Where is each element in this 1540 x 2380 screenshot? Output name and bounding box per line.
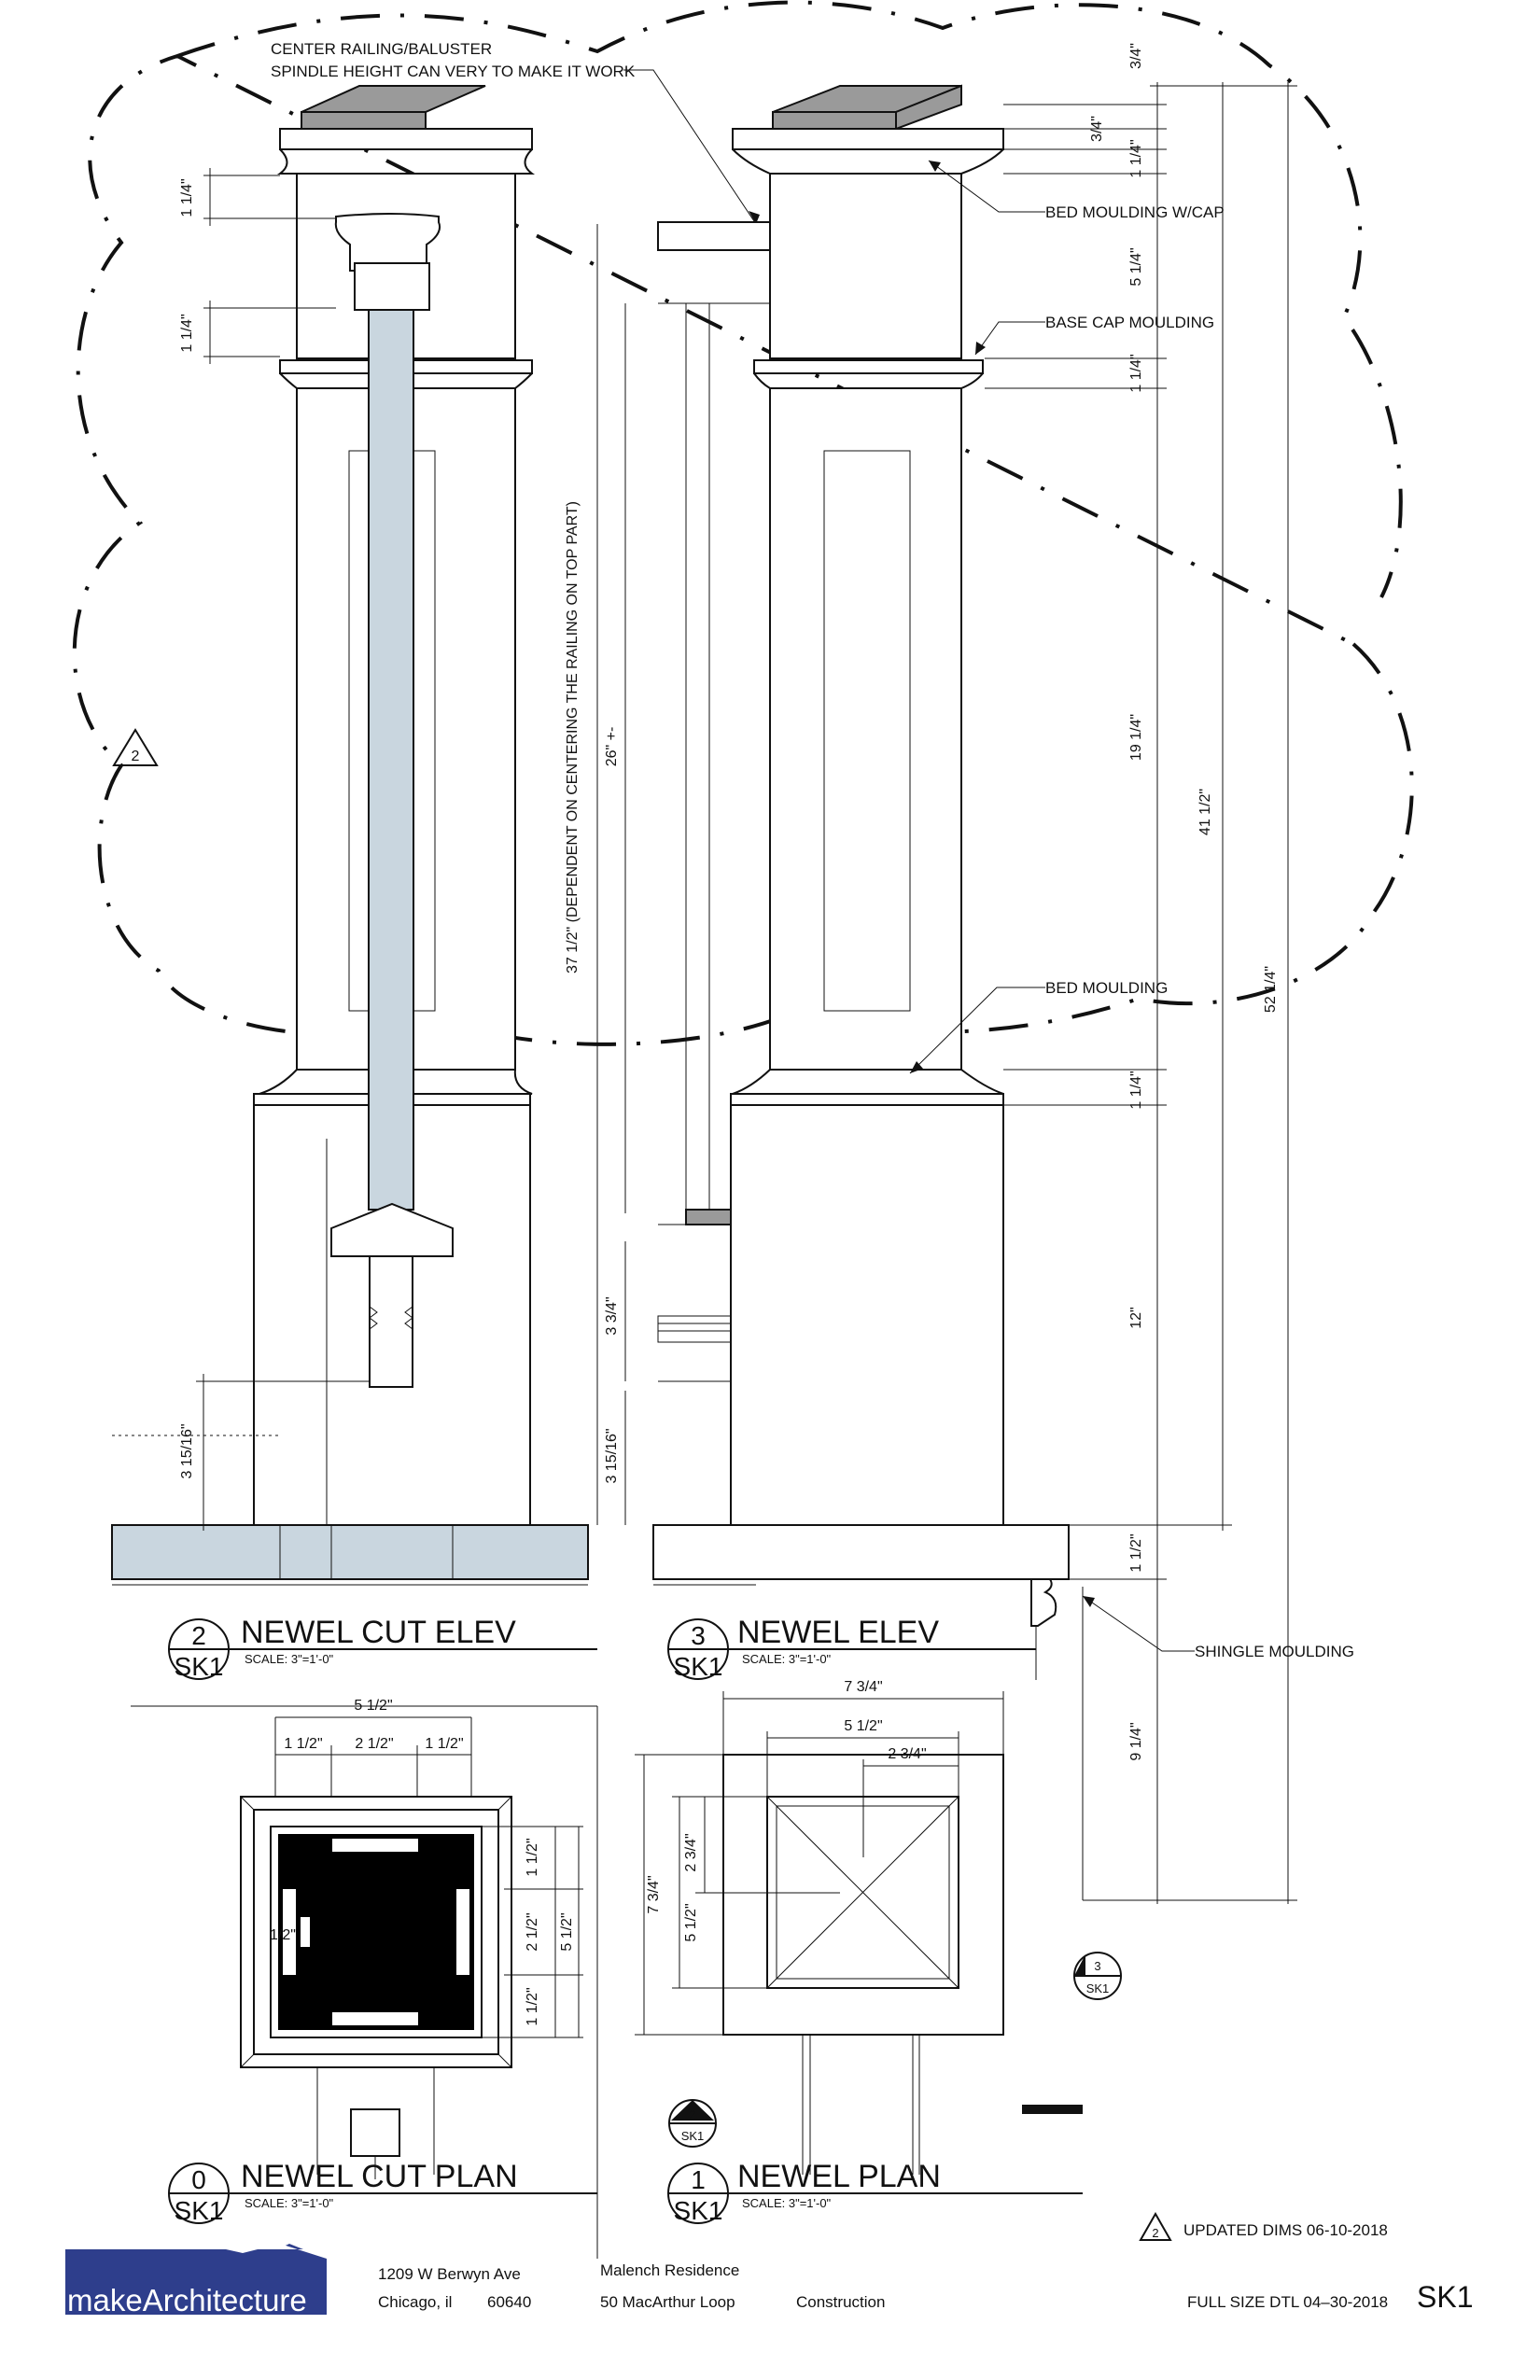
svg-text:SK1: SK1 [674, 1652, 723, 1681]
project-phase: Construction [796, 2293, 885, 2311]
elev-tread [652, 1524, 1070, 1580]
dim-37-1-2: 37 1/2" (DEPENDENT ON CENTERING THE RAIL… [565, 501, 581, 973]
detail-title-0: 0 SK1 NEWEL CUT PLAN SCALE: 3"=1'-0" [168, 2159, 597, 2225]
svg-text:SK1: SK1 [175, 1652, 224, 1681]
svg-text:5 1/2": 5 1/2" [683, 1903, 699, 1941]
firm-zip: 60640 [487, 2293, 531, 2311]
svg-text:12": 12" [1128, 1307, 1144, 1328]
svg-text:2 1/2": 2 1/2" [355, 1736, 393, 1752]
project-address: 50 MacArthur Loop [600, 2293, 735, 2311]
note-shingle-moulding: SHINGLE MOULDING [1195, 1643, 1354, 1660]
newel-elevation: BED MOULDING W/CAP BASE CAP MOULDING BED… [652, 43, 1354, 1904]
svg-text:2: 2 [1152, 2226, 1158, 2240]
svg-text:7 3/4": 7 3/4" [646, 1875, 662, 1913]
detail-title-1: 1 SK1 NEWEL PLAN SCALE: 3"=1'-0" [667, 2159, 1083, 2225]
detail-title-2: 2 SK1 NEWEL CUT ELEV SCALE: 3"=1'-0" [168, 1615, 597, 1681]
newel-cut-plan: 5 1/2" 1 1/2" 2 1/2" 1 1/2" 1/2" 1 1/2" … [131, 1698, 598, 2259]
svg-text:3 15/16": 3 15/16" [179, 1423, 195, 1478]
svg-text:5 1/2": 5 1/2" [559, 1912, 575, 1951]
firm-logo: makeArchitecture [65, 2244, 327, 2317]
svg-text:1 1/4": 1 1/4" [1128, 139, 1144, 177]
svg-text:7 3/4": 7 3/4" [844, 1679, 882, 1695]
firm-address-1: 1209 W Berwyn Ave [378, 2265, 521, 2283]
section-marker-2: 2 SK1 [668, 2099, 717, 2148]
revision-triangle-marker: 2 [112, 728, 159, 766]
svg-text:1 1/2": 1 1/2" [525, 1838, 540, 1876]
svg-text:SCALE: 3"=1'-0": SCALE: 3"=1'-0" [742, 2196, 832, 2210]
note-base-cap-moulding: BASE CAP MOULDING [1045, 314, 1214, 331]
svg-text:3/4": 3/4" [1089, 116, 1105, 142]
svg-text:1 1/2": 1 1/2" [425, 1736, 463, 1752]
svg-text:3 15/16": 3 15/16" [604, 1428, 620, 1483]
svg-text:52 1/4": 52 1/4" [1263, 966, 1279, 1013]
cut-elev-left-dims: 1 1/4" 1 1/4" 3 15/16" [179, 168, 369, 1531]
svg-text:26" +-: 26" +- [604, 727, 620, 767]
svg-text:1 1/2": 1 1/2" [525, 1987, 540, 2025]
svg-text:1 1/4": 1 1/4" [1128, 1071, 1144, 1109]
revision-text: UPDATED DIMS 06-10-2018 [1183, 2221, 1388, 2239]
svg-text:SCALE: 3"=1'-0": SCALE: 3"=1'-0" [245, 2196, 334, 2210]
svg-text:2: 2 [689, 2107, 695, 2121]
baluster-bottom-block [330, 1202, 454, 1257]
svg-text:41 1/2": 41 1/2" [1197, 789, 1213, 835]
svg-text:2 3/4": 2 3/4" [683, 1833, 699, 1871]
svg-text:1 1/2": 1 1/2" [1128, 1533, 1144, 1572]
newel-cut-elevation: CENTER RAILING/BALUSTER SPINDLE HEIGHT C… [111, 40, 760, 1586]
firm-name: makeArchitecture [67, 2283, 307, 2317]
svg-text:1: 1 [691, 2165, 706, 2194]
project-name: Malench Residence [600, 2261, 739, 2279]
sheet-description: FULL SIZE DTL 04–30-2018 [1187, 2293, 1388, 2311]
note-bed-moulding-cap: BED MOULDING W/CAP [1045, 203, 1225, 221]
elev-shaft [769, 387, 962, 1071]
rev-tri-num: 2 [132, 749, 140, 764]
svg-text:0: 0 [191, 2165, 206, 2194]
svg-text:9 1/4": 9 1/4" [1128, 1722, 1144, 1760]
cut-elev-tread [111, 1524, 589, 1580]
svg-text:3/4": 3/4" [1128, 43, 1144, 69]
svg-text:1 1/4": 1 1/4" [179, 178, 195, 217]
baluster-spindle [368, 309, 414, 1211]
svg-text:1 1/2": 1 1/2" [284, 1736, 322, 1752]
svg-text:3: 3 [1094, 1959, 1100, 1973]
detail-title-3: 3 SK1 NEWEL ELEV SCALE: 3"=1'-0" [667, 1615, 1036, 1681]
svg-text:1 1/4": 1 1/4" [179, 314, 195, 352]
title-newel-elev: NEWEL ELEV [737, 1615, 939, 1650]
svg-text:SK1: SK1 [175, 2196, 224, 2225]
svg-text:3: 3 [691, 1621, 706, 1650]
elev-base [730, 1104, 1004, 1526]
title-block: makeArchitecture 1209 W Berwyn Ave Chica… [65, 2244, 1473, 2317]
svg-text:3 3/4": 3 3/4" [604, 1296, 620, 1335]
svg-text:SK1: SK1 [681, 2129, 705, 2143]
elev-panel [823, 450, 911, 1012]
svg-text:5 1/4": 5 1/4" [1128, 247, 1144, 286]
svg-text:5 1/2": 5 1/2" [354, 1698, 392, 1714]
title-newel-plan: NEWEL PLAN [737, 2159, 941, 2194]
cut-plan-core [278, 1834, 474, 2030]
elev-right-dims: 3/4" 3/4" 1 1/4" 5 1/4" 1 1/4" 19 1/4" 1… [985, 43, 1297, 1904]
svg-text:SK1: SK1 [674, 2196, 723, 2225]
title-newel-cut-plan: NEWEL CUT PLAN [241, 2159, 518, 2194]
svg-text:19 1/4": 19 1/4" [1128, 714, 1144, 761]
sheet-number: SK1 [1417, 2280, 1473, 2314]
svg-text:1/2": 1/2" [270, 1927, 296, 1943]
note-center-railing-1: CENTER RAILING/BALUSTER [271, 40, 492, 58]
revision-note: 2 UPDATED DIMS 06-10-2018 [1139, 2211, 1388, 2241]
svg-text:1 1/4": 1 1/4" [1128, 354, 1144, 392]
newel-plan: 7 3/4" 5 1/2" 2 3/4" 7 3/4" 5 1/2" 2 3/4… [635, 1679, 1083, 2175]
svg-text:SCALE: 3"=1'-0": SCALE: 3"=1'-0" [245, 1652, 334, 1666]
title-newel-cut-elev: NEWEL CUT ELEV [241, 1615, 516, 1650]
svg-text:2: 2 [191, 1621, 206, 1650]
svg-text:SCALE: 3"=1'-0": SCALE: 3"=1'-0" [742, 1652, 832, 1666]
svg-text:SK1: SK1 [1086, 1981, 1110, 1995]
firm-city: Chicago, il [378, 2293, 452, 2311]
elev-upper-post [769, 173, 962, 359]
svg-text:5 1/2": 5 1/2" [844, 1718, 882, 1734]
note-bed-moulding: BED MOULDING [1045, 979, 1168, 997]
note-center-railing-2: SPINDLE HEIGHT CAN VERY TO MAKE IT WORK [271, 63, 636, 80]
cut-elev-cap [301, 85, 486, 113]
section-marker-3: 3 SK1 [1073, 1952, 1122, 2000]
svg-text:2 1/2": 2 1/2" [525, 1912, 540, 1951]
